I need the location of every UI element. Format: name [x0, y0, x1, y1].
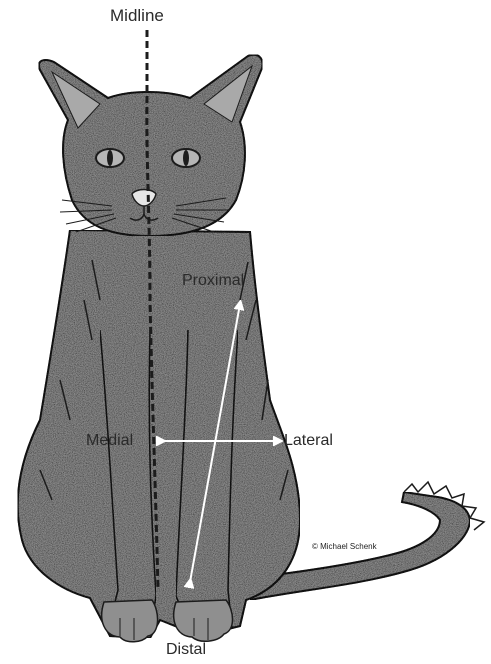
midline-label: Midline — [110, 7, 164, 24]
artist-credit: © Michael Schenk — [312, 543, 377, 551]
medial-label: Medial — [86, 433, 133, 449]
cat-head — [39, 55, 262, 236]
distal-label: Distal — [166, 642, 206, 658]
proximal-label: Proximal — [182, 273, 244, 289]
paw-right — [174, 600, 233, 641]
lateral-label: Lateral — [284, 433, 333, 449]
pupil-right — [183, 150, 189, 166]
cat-body — [18, 230, 300, 638]
pupil-left — [107, 150, 113, 166]
